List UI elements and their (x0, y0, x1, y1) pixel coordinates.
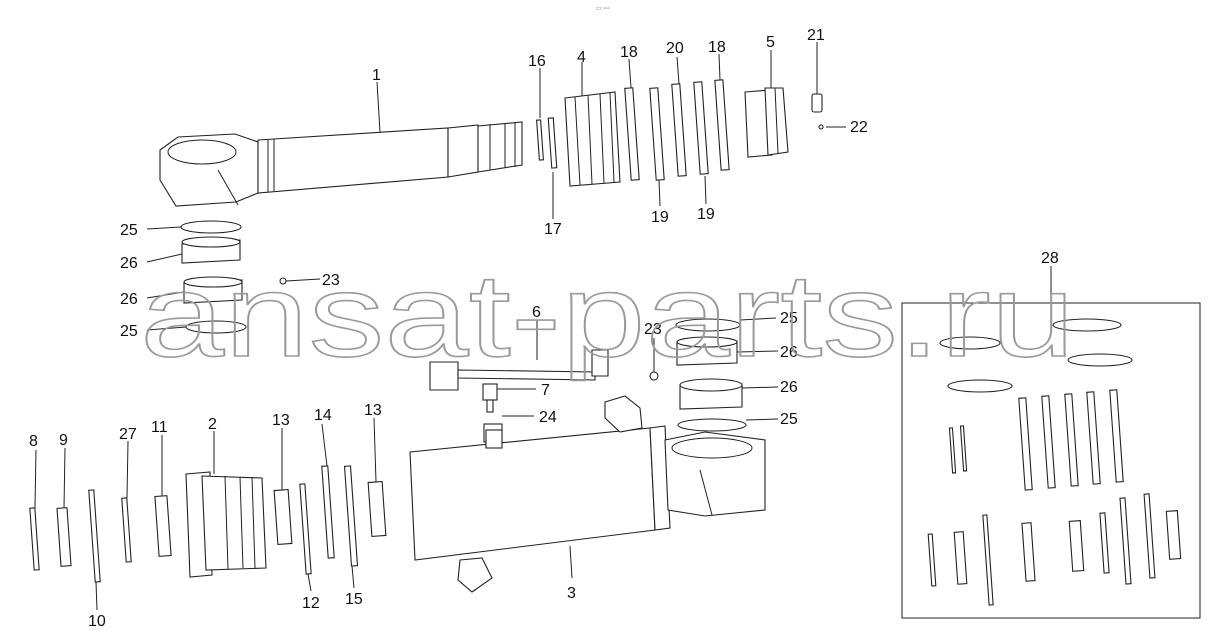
callout-13a: 13 (272, 412, 290, 429)
part-seal-20 (671, 83, 687, 177)
part-bushing-26a (181, 236, 241, 264)
callout-28: 28 (1041, 250, 1059, 267)
callout-14: 14 (314, 407, 332, 424)
callout-27: 27 (119, 426, 137, 443)
part-seal-10 (88, 489, 101, 583)
part-bushing-26d (679, 378, 743, 410)
part-ring-25d (677, 418, 747, 432)
callout-6: 6 (532, 304, 541, 321)
watermark-text: ansat-parts.ru (140, 250, 1075, 382)
part-ring-25a (180, 220, 242, 234)
part-gland-nut (744, 87, 789, 158)
callout-labels: 1 2 3 4 5 6 7 8 9 10 11 12 13 13 14 15 1… (29, 27, 1059, 630)
part-seal-19b (693, 81, 709, 175)
part-bushing-26b (183, 276, 243, 304)
callout-25c: 25 (780, 310, 798, 327)
part-seal-11 (154, 495, 172, 557)
callout-5: 5 (766, 34, 775, 51)
part-piston-rod (159, 121, 523, 207)
callout-4: 4 (577, 49, 586, 66)
callout-23b: 23 (644, 321, 662, 338)
callout-13b: 13 (364, 402, 382, 419)
part-seal-13b (367, 480, 387, 538)
part-seal-18b (714, 79, 730, 171)
callout-17: 17 (544, 221, 562, 238)
part-seal-12 (299, 483, 312, 575)
part-ring-25c (675, 318, 741, 332)
callout-24: 24 (539, 409, 557, 426)
part-seal-13a (273, 488, 293, 546)
callout-18a: 18 (620, 44, 638, 61)
part-piston-guide (185, 471, 267, 578)
callout-16: 16 (528, 53, 546, 70)
part-seal-9 (56, 507, 72, 567)
callout-25b: 25 (120, 323, 138, 340)
header-text: ▭ ▫▫▫ (596, 6, 610, 12)
part-ring-16 (536, 119, 544, 161)
callout-25a: 25 (120, 222, 138, 239)
part-pipe (429, 349, 609, 391)
part-cylinder-barrel (409, 395, 766, 593)
callout-26c: 26 (780, 344, 798, 361)
part-seal-27 (121, 497, 132, 563)
callout-26a: 26 (120, 255, 138, 272)
part-seal-18a (624, 87, 640, 181)
callout-7: 7 (541, 382, 550, 399)
leader-lines (34, 42, 1052, 611)
callout-20: 20 (666, 40, 684, 57)
callout-15: 15 (345, 591, 363, 608)
callout-19b: 19 (697, 206, 715, 223)
callout-18b: 18 (708, 39, 726, 56)
callout-21: 21 (807, 27, 825, 44)
callout-26b: 26 (120, 291, 138, 308)
callout-23a: 23 (322, 272, 340, 289)
callout-25d: 25 (780, 411, 798, 428)
callout-12: 12 (302, 595, 320, 612)
part-bushing-26c (676, 336, 738, 366)
part-seal-19a (649, 87, 665, 181)
callout-26d: 26 (780, 379, 798, 396)
part-seal-14 (321, 465, 335, 559)
callout-10: 10 (88, 613, 106, 630)
callout-11: 11 (151, 419, 168, 436)
part-ring-17 (547, 117, 558, 169)
part-grease-nipple (811, 93, 823, 113)
callout-8: 8 (29, 433, 38, 450)
callout-22: 22 (850, 119, 868, 136)
callout-3: 3 (567, 585, 576, 602)
part-piston (564, 91, 621, 187)
callout-2: 2 (208, 416, 217, 433)
callout-9: 9 (59, 432, 68, 449)
part-fitting-7 (482, 383, 498, 413)
callout-19a: 19 (651, 209, 669, 226)
part-seal-8 (29, 507, 40, 571)
part-seal-15 (343, 465, 359, 567)
part-ball (818, 124, 824, 130)
seal-kit-box (901, 302, 1201, 619)
callout-1: 1 (372, 67, 381, 84)
